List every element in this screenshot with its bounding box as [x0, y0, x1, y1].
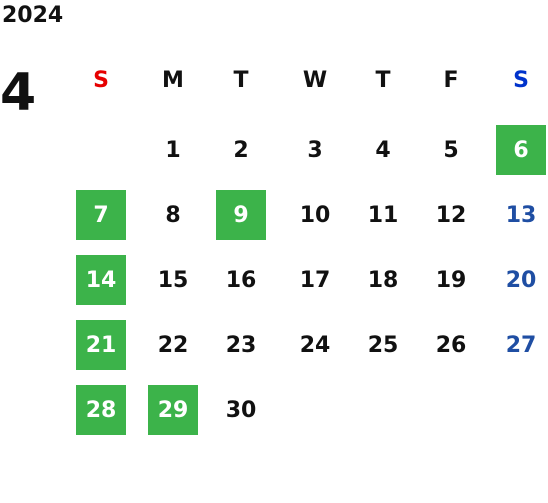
calendar-day-holiday: 21 — [76, 320, 126, 370]
calendar-day-holiday: 28 — [76, 385, 126, 435]
calendar-day: 22 — [157, 332, 189, 358]
calendar-week-row: 7 8 9 10 11 12 13 — [68, 185, 548, 250]
calendar-day: 17 — [299, 267, 331, 293]
weekday-wednesday: W — [302, 67, 328, 93]
calendar-year: 2024 — [2, 3, 64, 28]
calendar-day: 27 — [505, 332, 537, 358]
calendar-day: 3 — [307, 137, 323, 163]
calendar-day: 5 — [443, 137, 459, 163]
calendar-day: 11 — [367, 202, 399, 228]
calendar-day: 23 — [225, 332, 257, 358]
calendar-week-row: 21 22 23 24 25 26 27 — [68, 315, 548, 380]
calendar-day-holiday: 6 — [496, 125, 546, 175]
calendar-month: 4 — [0, 63, 37, 123]
weekday-tuesday: T — [233, 67, 249, 93]
calendar-day: 25 — [367, 332, 399, 358]
calendar-day-holiday: 29 — [148, 385, 198, 435]
calendar-day: 26 — [435, 332, 467, 358]
calendar-day: 30 — [225, 397, 257, 423]
calendar-day: 18 — [367, 267, 399, 293]
calendar-day: 1 — [165, 137, 181, 163]
weekday-friday: F — [443, 67, 459, 93]
calendar-week-row: 1 2 3 4 5 6 — [68, 120, 548, 185]
weekday-monday: M — [162, 67, 184, 93]
weekday-saturday: S — [513, 67, 529, 93]
calendar-day: 13 — [505, 202, 537, 228]
calendar-day: 10 — [299, 202, 331, 228]
calendar-day: 19 — [435, 267, 467, 293]
calendar-day-holiday: 9 — [216, 190, 266, 240]
weekday-thursday: T — [375, 67, 391, 93]
calendar-day: 20 — [505, 267, 537, 293]
calendar-day: 4 — [375, 137, 391, 163]
calendar-week-row: 28 29 30 — [68, 380, 548, 445]
calendar-day: 15 — [157, 267, 189, 293]
calendar-day: 8 — [165, 202, 181, 228]
weekday-sunday: S — [93, 67, 109, 93]
calendar-day: 12 — [435, 202, 467, 228]
weekday-header-row: S M T W T F S — [68, 55, 548, 120]
calendar-day: 2 — [233, 137, 249, 163]
calendar-week-row: 14 15 16 17 18 19 20 — [68, 250, 548, 315]
calendar-day: 24 — [299, 332, 331, 358]
calendar-day-holiday: 14 — [76, 255, 126, 305]
calendar-day-holiday: 7 — [76, 190, 126, 240]
calendar-day: 16 — [225, 267, 257, 293]
